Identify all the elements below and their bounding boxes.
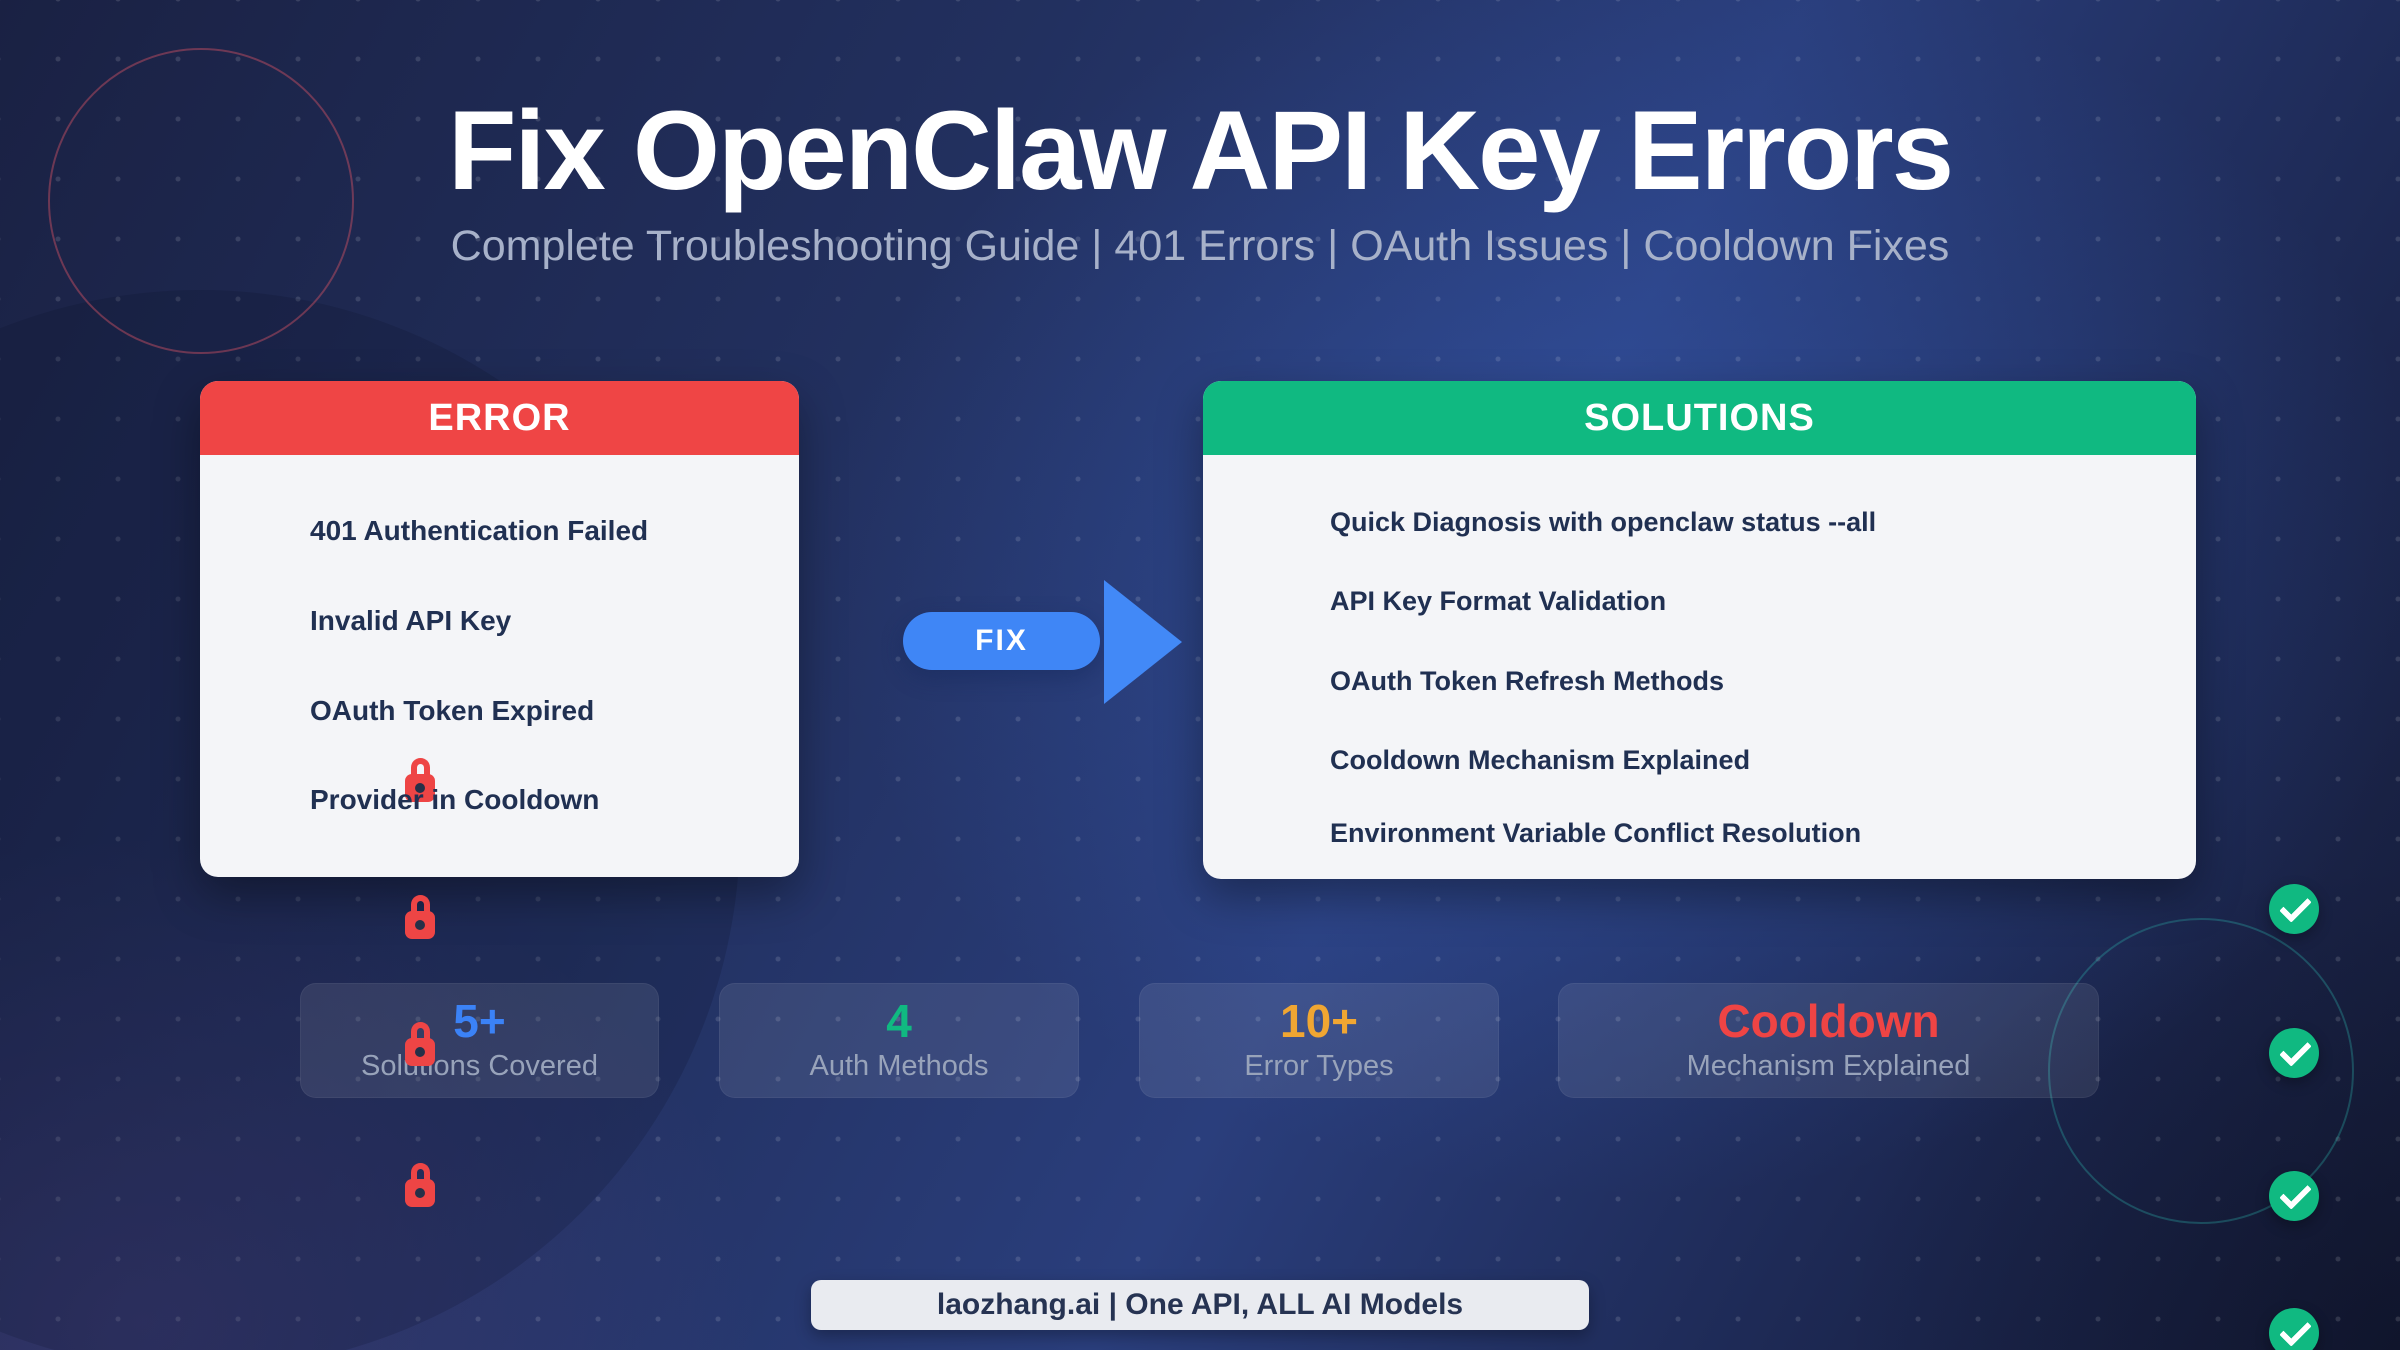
check-circle-icon: [2269, 1028, 2319, 1078]
page-title: Fix OpenClaw API Key Errors: [447, 88, 1954, 213]
brand-badge[interactable]: laozhang.ai | One API, ALL AI Models: [811, 1280, 1589, 1330]
page-subtitle: Complete Troubleshooting Guide | 401 Err…: [450, 222, 1950, 270]
stat-value: 4: [886, 995, 912, 1048]
check-circle-icon: [2269, 884, 2319, 934]
error-item: Provider in Cooldown: [310, 784, 600, 815]
decor-red-ring: [48, 48, 354, 354]
error-card-header: ERROR: [200, 381, 799, 455]
lock-icon: [405, 895, 435, 939]
error-card: ERROR 401 Authentication Failed Invalid …: [200, 381, 799, 877]
stat-label: Error Types: [1244, 1050, 1394, 1083]
lock-icon: [405, 758, 435, 802]
solution-item: Cooldown Mechanism Explained: [1330, 745, 1751, 775]
lock-icon: [405, 1163, 435, 1207]
error-item: 401 Authentication Failed: [310, 515, 649, 546]
stat-value: 5+: [453, 995, 506, 1048]
stat-solutions-covered: 5+ Solutions Covered: [300, 983, 659, 1098]
check-circle-icon: [2269, 1171, 2319, 1221]
decor-teal-ring: [2048, 918, 2354, 1224]
error-item: Invalid API Key: [310, 605, 512, 636]
arrow-right-icon: [1104, 580, 1182, 704]
check-circle-icon: [2269, 1308, 2319, 1350]
solution-item: Environment Variable Conflict Resolution: [1330, 818, 1862, 848]
solution-item: Quick Diagnosis with openclaw status --a…: [1330, 507, 1877, 537]
error-item: OAuth Token Expired: [310, 695, 595, 726]
stat-label: Solutions Covered: [361, 1050, 598, 1083]
solution-item: OAuth Token Refresh Methods: [1330, 666, 1725, 696]
stat-label: Mechanism Explained: [1686, 1050, 1971, 1083]
lock-icon: [405, 1022, 435, 1066]
stat-label: Auth Methods: [809, 1050, 989, 1083]
stat-value: Cooldown: [1717, 995, 1940, 1048]
stat-error-types: 10+ Error Types: [1139, 983, 1499, 1098]
solution-item: API Key Format Validation: [1330, 586, 1667, 616]
stat-value: 10+: [1279, 995, 1359, 1048]
fix-pill: FIX: [903, 612, 1100, 670]
stat-cooldown: Cooldown Mechanism Explained: [1558, 983, 2099, 1098]
stat-auth-methods: 4 Auth Methods: [719, 983, 1079, 1098]
solutions-card: SOLUTIONS Quick Diagnosis with openclaw …: [1203, 381, 2196, 879]
solutions-card-header: SOLUTIONS: [1203, 381, 2196, 455]
